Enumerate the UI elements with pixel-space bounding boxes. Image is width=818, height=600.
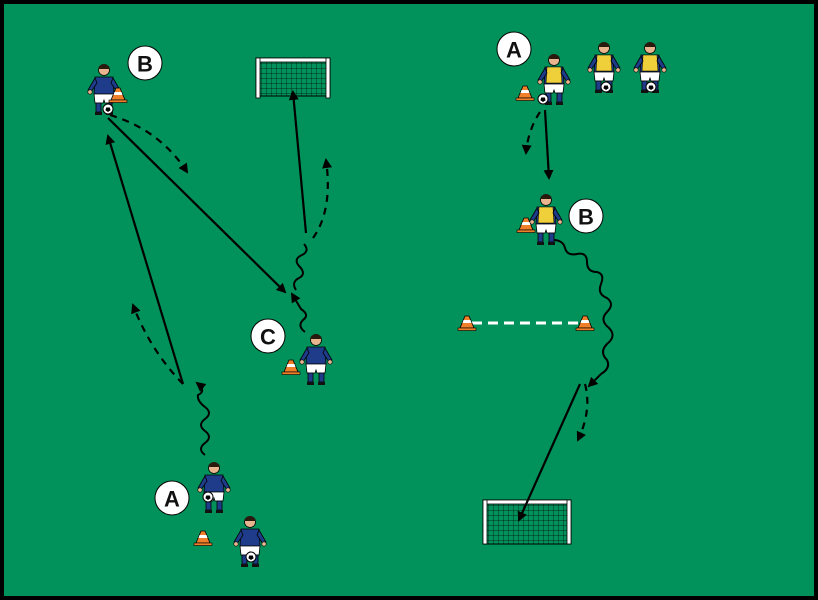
svg-text:A: A — [506, 38, 522, 63]
svg-text:C: C — [260, 325, 276, 350]
run-b-right — [576, 383, 589, 442]
right-drill: A B — [457, 31, 667, 545]
label-b-left: B — [127, 45, 163, 81]
left-drill: B C A — [87, 45, 333, 568]
shot-b-to-goal — [517, 383, 582, 522]
label-a-right: A — [496, 31, 532, 67]
pass-a-to-b-right — [543, 109, 554, 180]
label-a-left: A — [154, 480, 190, 516]
left-goal — [255, 57, 331, 99]
dribble-c — [290, 292, 307, 333]
svg-text:B: B — [578, 205, 594, 230]
dribble-c-to-shot — [293, 243, 308, 291]
run-a-forward — [131, 303, 184, 385]
pass-a-to-b — [105, 134, 185, 385]
run-c-forward — [312, 158, 333, 239]
right-goal — [482, 499, 572, 545]
svg-text:A: A — [164, 487, 180, 512]
dribble-b-right — [552, 239, 614, 388]
label-b-right: B — [568, 198, 604, 234]
pass-b-to-c — [107, 117, 287, 294]
dribble-a — [195, 381, 210, 456]
run-a-right — [521, 111, 541, 155]
label-c-left: C — [250, 318, 286, 354]
shot-c-to-goal — [288, 90, 308, 234]
svg-text:B: B — [137, 52, 153, 77]
